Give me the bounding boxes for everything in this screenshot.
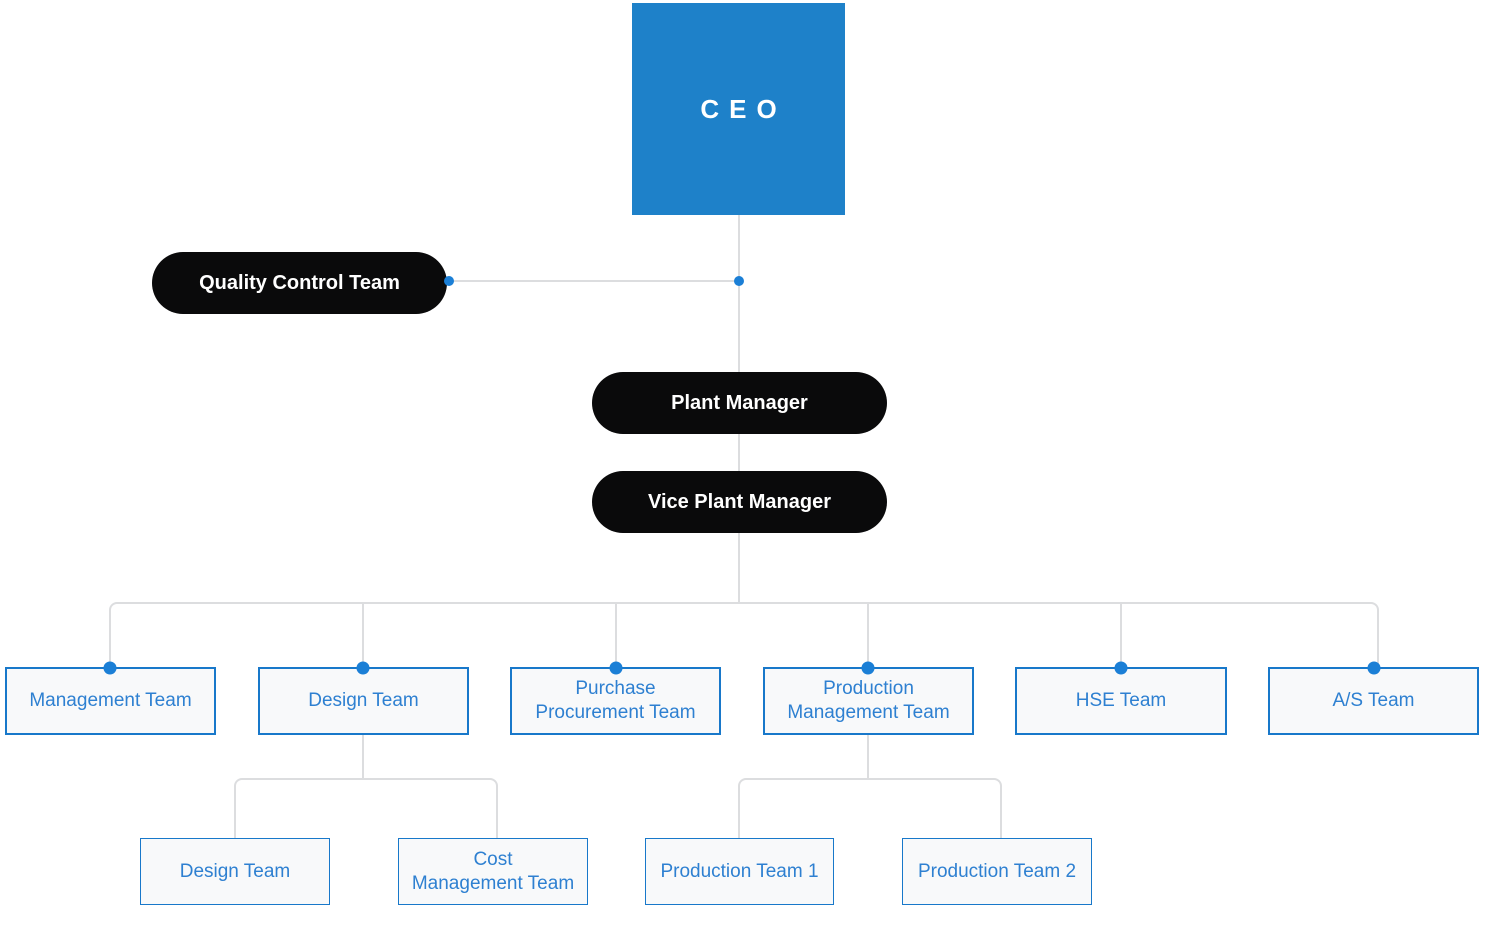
quality-control-team-label: Quality Control Team — [199, 271, 400, 294]
team-label: Purchase Procurement Team — [535, 678, 696, 723]
subteam-box-design: Design Team — [140, 838, 330, 905]
connector-dot — [1114, 661, 1128, 675]
subteam-label: Cost Management Team — [411, 848, 575, 894]
connector-level1-branch — [109, 602, 1379, 669]
connector-production-stub — [867, 735, 869, 778]
connector-drop-design — [362, 602, 364, 667]
subteam-label: Production Team 2 — [917, 860, 1077, 882]
team-box-management: Management Team — [5, 667, 216, 735]
subteam-box-production-2: Production Team 2 — [902, 838, 1092, 905]
connector-dot — [609, 661, 623, 675]
team-label: Design Team — [308, 690, 419, 712]
connector-dot — [861, 661, 875, 675]
plant-manager-pill: Plant Manager — [592, 372, 887, 434]
connector-design-branch — [234, 778, 498, 840]
subteam-label: Design Team — [179, 860, 291, 882]
subteam-label: Production Team 1 — [660, 860, 819, 882]
connector-dot — [356, 661, 370, 675]
connector-drop-purchase — [615, 602, 617, 667]
connector-production-branch — [738, 778, 1002, 840]
quality-control-team-pill: Quality Control Team — [152, 252, 447, 314]
ceo-node: CEO — [632, 3, 845, 215]
connector-quality-control-line — [449, 280, 739, 282]
subteam-box-production-1: Production Team 1 — [645, 838, 834, 905]
team-box-hse: HSE Team — [1015, 667, 1227, 735]
plant-manager-label: Plant Manager — [671, 391, 808, 414]
team-box-production-management: Production Management Team — [763, 667, 974, 735]
team-label: Production Management Team — [787, 678, 950, 723]
connector-dot — [1367, 661, 1381, 675]
vice-plant-manager-pill: Vice Plant Manager — [592, 471, 887, 533]
connector-dot — [444, 276, 454, 286]
subteam-box-cost-management: Cost Management Team — [398, 838, 588, 905]
team-label: HSE Team — [1075, 690, 1167, 712]
ceo-label: CEO — [700, 93, 787, 124]
team-label: A/S Team — [1332, 690, 1415, 712]
connector-dot — [734, 276, 744, 286]
connector-dot — [103, 661, 117, 675]
team-box-as: A/S Team — [1268, 667, 1479, 735]
team-label: Management Team — [29, 690, 192, 712]
team-box-purchase-procurement: Purchase Procurement Team — [510, 667, 721, 735]
connector-drop-hse — [1120, 602, 1122, 667]
connector-design-stub — [362, 735, 364, 778]
connector-drop-production-management — [867, 602, 869, 667]
team-box-design: Design Team — [258, 667, 469, 735]
vice-plant-manager-label: Vice Plant Manager — [647, 490, 832, 513]
